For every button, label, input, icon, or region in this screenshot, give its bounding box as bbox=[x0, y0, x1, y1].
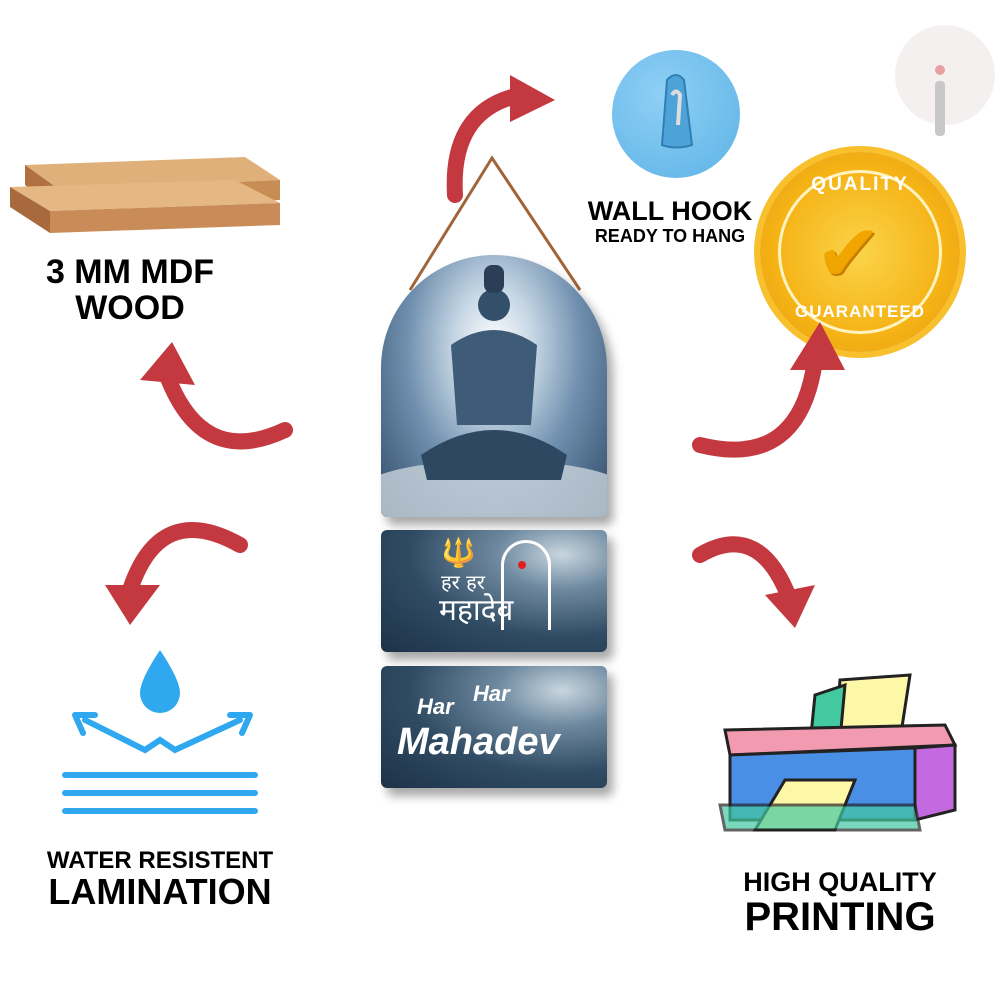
arrow-to-wood bbox=[157, 362, 293, 450]
wall-hook-subtitle: READY TO HANG bbox=[594, 226, 746, 247]
arrowhead bbox=[105, 585, 160, 625]
shiva-figure-image bbox=[381, 265, 607, 517]
printing-label-line2: PRINTING bbox=[744, 895, 936, 940]
water-resistant-icon bbox=[62, 650, 258, 814]
arrow-to-hook bbox=[446, 87, 528, 203]
wood-label: 3 MM MDF WOOD bbox=[20, 253, 240, 327]
panel-har-har-mahadev-hindi: 🔱 हर हर महादेव bbox=[381, 530, 607, 652]
lamination-label-line2: LAMINATION bbox=[48, 871, 272, 913]
arrow-to-seal bbox=[692, 352, 823, 458]
arrowhead bbox=[790, 322, 845, 370]
wall-hook-title: WALL HOOK bbox=[587, 196, 753, 226]
checkmark-icon: ✔ bbox=[815, 209, 883, 298]
panel-shiva-meditation bbox=[381, 255, 607, 517]
arrowhead bbox=[765, 585, 815, 628]
wood-label-line2: WOOD bbox=[75, 288, 185, 327]
seal-bottom-text: GUARANTEED bbox=[795, 302, 925, 321]
wood-label-line1: 3 MM MDF bbox=[45, 253, 215, 291]
wood-planks-icon bbox=[10, 157, 280, 233]
arrow-to-lamination bbox=[122, 522, 248, 598]
arrow-to-printing bbox=[692, 536, 798, 608]
lamination-label: WATER RESISTENT LAMINATION bbox=[20, 848, 300, 911]
arrowhead bbox=[140, 342, 195, 385]
shivling-icon bbox=[501, 540, 551, 630]
printer-icon bbox=[718, 673, 958, 832]
wall-hook-icon bbox=[612, 50, 740, 178]
hindi-text-top: हर हर bbox=[441, 570, 485, 594]
arrowhead bbox=[510, 75, 555, 122]
har-text-2: Har bbox=[473, 681, 510, 706]
printing-label-line1: HIGH QUALITY bbox=[743, 867, 937, 897]
har-text-1: Har bbox=[417, 694, 454, 719]
brand-logo bbox=[895, 25, 995, 136]
printing-label: HIGH QUALITY PRINTING bbox=[720, 867, 960, 940]
hindi-text-bottom: महादेव bbox=[439, 593, 514, 628]
seal-top-text: QUALITY bbox=[811, 174, 909, 195]
quality-guaranteed-seal: QUALITY ✔ GUARANTEED bbox=[760, 152, 960, 352]
trident-icon: 🔱 bbox=[441, 537, 476, 568]
mahadev-text: Mahadev bbox=[397, 721, 560, 763]
panel-har-har-mahadev-english: Har Har Mahadev bbox=[381, 666, 607, 788]
hanging-string bbox=[408, 155, 582, 291]
wall-hook-label: WALL HOOK READY TO HANG bbox=[570, 197, 770, 246]
lamination-label-line1: WATER RESISTENT bbox=[46, 847, 274, 874]
